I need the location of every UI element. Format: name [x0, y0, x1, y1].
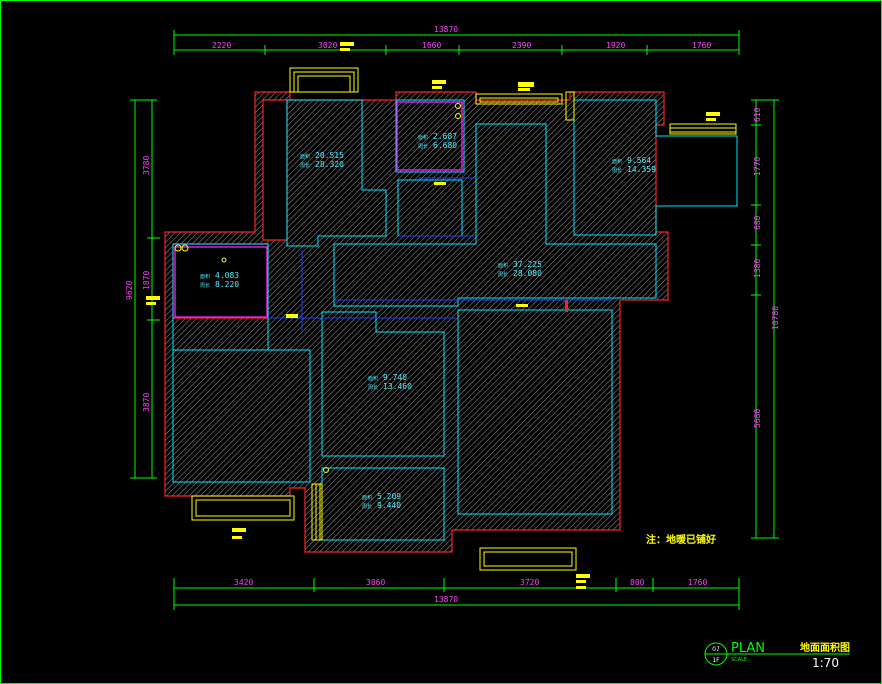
door-stop — [565, 300, 568, 312]
drain-icon — [455, 103, 461, 109]
dim-right-seg-5: 5680 — [753, 409, 762, 428]
dim-top-seg-1: 2220 — [212, 41, 231, 50]
scale-value: 1:70 — [812, 656, 839, 670]
svg-text:面积4.083: 面积4.083 — [200, 271, 239, 280]
dim-right-seg-3: 680 — [753, 215, 762, 230]
dim-bottom-seg-3: 3720 — [520, 578, 539, 587]
drawing-title: 地面面积图 — [800, 641, 850, 654]
plan-label: PLAN — [731, 641, 765, 656]
dim-bottom-seg-2: 3060 — [366, 578, 385, 587]
dim-top-seg-4: 2390 — [512, 41, 531, 50]
kitchen-highlight — [174, 246, 268, 318]
radiator-marker — [286, 314, 298, 318]
room-outline-living — [333, 123, 657, 307]
drain-icon — [181, 244, 189, 252]
room-outlines — [172, 99, 738, 541]
svg-text:周长9.440: 周长9.440 — [362, 501, 401, 510]
dimension-top — [173, 30, 740, 55]
drain-icon — [323, 467, 329, 473]
dim-left-seg-2: 1870 — [142, 271, 151, 290]
drain-icon — [174, 244, 182, 252]
svg-text:面积9.564: 面积9.564 — [612, 156, 651, 165]
svg-text:周长8.220: 周长8.220 — [200, 280, 239, 289]
dim-bottom-seg-1: 3420 — [234, 578, 253, 587]
drain-icon — [455, 113, 461, 119]
dimension-bottom — [173, 578, 740, 610]
dim-bottom-seg-4: 800 — [630, 578, 645, 587]
title-block: 07 1F PLAN SCALE 地面面积图 1:70 — [704, 641, 850, 670]
drawing-number-top: 07 — [712, 646, 720, 653]
svg-text:周长6.680: 周长6.680 — [418, 141, 457, 150]
dimension-left — [130, 99, 160, 479]
dim-left-seg-3: 3870 — [142, 393, 151, 412]
dim-top-seg-6: 1760 — [692, 41, 711, 50]
bathroom-highlight — [396, 101, 463, 171]
dim-top-seg-2: 3020 — [318, 41, 337, 50]
dim-left-total: 9620 — [125, 281, 134, 300]
room-outline-bedroom-top-left — [286, 99, 387, 247]
dim-top-total: 13870 — [434, 25, 458, 34]
heating-note: 注：地暖已铺好 — [646, 533, 716, 546]
svg-text:面积9.740: 面积9.740 — [368, 373, 407, 382]
light-icon — [221, 257, 227, 263]
room-outline-bedroom-top-right — [573, 99, 738, 236]
dim-bottom-total: 13870 — [434, 595, 458, 604]
dim-left-seg-1: 3780 — [142, 156, 151, 175]
dim-right-total: 10780 — [771, 306, 780, 330]
dim-right-seg-2: 1770 — [753, 157, 762, 176]
annotation-tags — [146, 42, 720, 589]
dim-right-seg-4: 1380 — [753, 259, 762, 278]
dim-bottom-seg-5: 1760 — [688, 578, 707, 587]
dim-top-seg-3: 1660 — [422, 41, 441, 50]
svg-text:面积2.687: 面积2.687 — [418, 132, 457, 141]
dim-right-seg-1: 610 — [753, 107, 762, 122]
room-outline-room-middle — [321, 311, 445, 457]
room-outline-bathroom — [395, 99, 465, 173]
drawing-number-bottom: 1F — [712, 657, 720, 664]
heating-pipes — [270, 177, 612, 330]
dim-top-seg-5: 1920 — [606, 41, 625, 50]
windows — [191, 67, 737, 571]
svg-text:面积5.209: 面积5.209 — [362, 492, 401, 501]
dimension-right — [751, 99, 779, 539]
walls — [164, 91, 669, 553]
room-outline-south-hall — [457, 309, 613, 515]
scale-label: SCALE — [731, 657, 747, 663]
room-outline-left-lower — [172, 349, 311, 483]
